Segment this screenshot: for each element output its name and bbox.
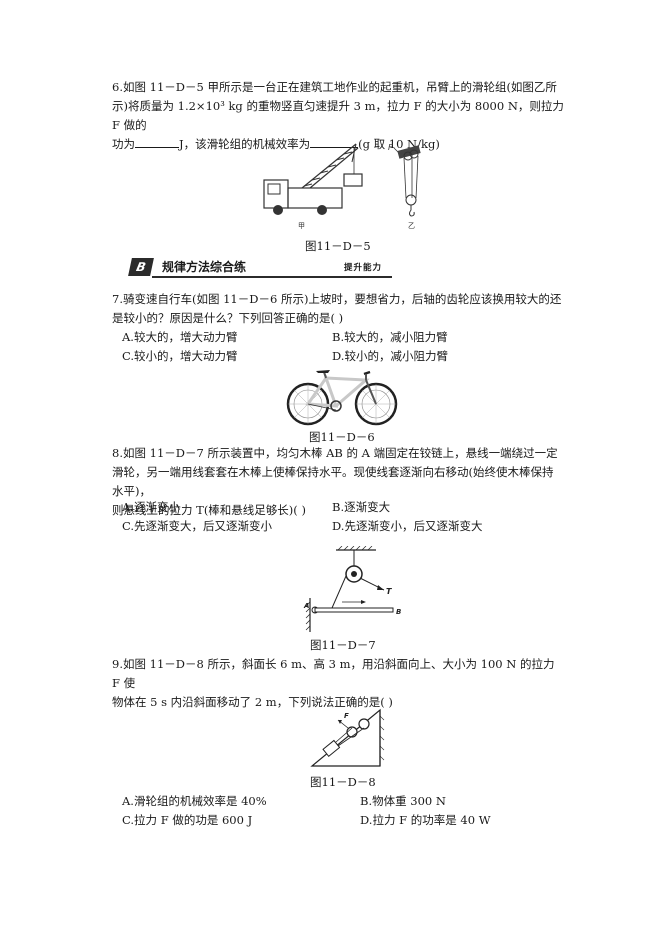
- pulley-moving: [405, 194, 417, 206]
- suspension-string: [331, 575, 347, 609]
- incline-pulley-2: [358, 718, 370, 730]
- q7-option-d[interactable]: D.较小的，减小阻力臂: [332, 349, 448, 363]
- q7-option-c[interactable]: C.较小的，增大动力臂: [122, 349, 238, 363]
- q9-option-b[interactable]: B.物体重 300 N: [360, 794, 446, 808]
- bicycle-chainring: [330, 400, 342, 412]
- incline-block: [322, 739, 341, 757]
- answer-blank-efficiency[interactable]: [310, 135, 359, 148]
- crane-load: [343, 173, 363, 187]
- crane-chassis: [287, 187, 343, 209]
- crane-figure: 甲 F 乙: [263, 143, 421, 230]
- figure-label-jia: 甲: [298, 222, 305, 230]
- q8-option-c[interactable]: C.先逐渐变大，后又逐渐变小: [122, 519, 273, 533]
- incline-force-label: F: [344, 712, 349, 720]
- q8-option-d[interactable]: D.先逐渐变小，后又逐渐变大: [332, 519, 483, 533]
- section-title: 规律方法综合练: [162, 260, 247, 274]
- q8-line-3: 则悬线上的拉力 T(棒和悬线足够长)( ): [112, 503, 306, 517]
- figure-caption-11-d-6: 图11－D－6: [309, 430, 375, 444]
- q8-option-b[interactable]: B.逐渐变大: [332, 500, 391, 514]
- q6-line-3-start: 功为: [112, 137, 135, 151]
- figure-caption-11-d-7: 图11－D－7: [310, 638, 376, 652]
- end-label-b: B: [396, 608, 401, 616]
- q6-line-3-end: (g 取 10 N/kg): [358, 137, 440, 151]
- q6-line-3: 功为 J，该滑轮组的机械效率为 (g 取 10 N/kg): [112, 135, 564, 154]
- bicycle-rear-triangle: [305, 374, 339, 408]
- figure-caption-11-d-8: 图11－D－8: [310, 775, 376, 789]
- crane-wheel-front: [273, 205, 283, 215]
- question-6-text: 6.如图 11－D－5 甲所示是一台正在建筑工地作业的起重机，吊臂上的滑轮组(如…: [112, 78, 564, 154]
- q7-line-2: 是较小的？原因是什么？下列回答正确的是( ): [112, 311, 344, 325]
- question-8-text: 8.如图 11－D－7 所示装置中，均匀木棒 AB 的 A 端固定在铰链上，悬线…: [112, 444, 564, 520]
- q6-line-1: 6.如图 11－D－5 甲所示是一台正在建筑工地作业的起重机，吊臂上的滑轮组(如…: [112, 80, 557, 94]
- q6-line-3-mid: J，该滑轮组的机械效率为: [179, 137, 311, 151]
- q8-options: A.逐渐变小 B.逐渐变大 C.先逐渐变大，后又逐渐变小 D.先逐渐变小，后又逐…: [122, 498, 542, 536]
- bicycle-figure: [286, 370, 398, 426]
- tension-label: T: [386, 587, 392, 596]
- bicycle-handlebar: [363, 370, 371, 376]
- crane-cab-window: [267, 183, 281, 195]
- section-underline: [152, 276, 392, 278]
- q9-option-c[interactable]: C.拉力 F 做的功是 600 J: [122, 813, 253, 827]
- q9-options: A.滑轮组的机械效率是 40% B.物体重 300 N C.拉力 F 做的功是 …: [122, 792, 582, 830]
- rod-ab: [314, 607, 394, 613]
- end-label-a: A: [303, 602, 309, 610]
- bicycle-saddle: [316, 370, 330, 373]
- section-badge: B: [128, 258, 154, 276]
- lever-pulley-figure: T A B: [303, 546, 401, 632]
- section-banner: B 规律方法综合练 提升能力: [128, 258, 400, 280]
- question-7-text: 7.骑变速自行车(如图 11－D－6 所示)上坡时，要想省力，后轴的齿轮应该换用…: [112, 290, 564, 328]
- q7-option-b[interactable]: B.较大的，减小阻力臂: [332, 330, 448, 344]
- figure-label-yi: 乙: [408, 222, 415, 230]
- figure-caption-11-d-5: 图11－D－5: [305, 239, 371, 253]
- q7-option-a[interactable]: A.较大的，增大动力臂: [122, 330, 238, 344]
- answer-blank-work[interactable]: [135, 135, 179, 148]
- q9-line-2: 物体在 5 s 内沿斜面移动了 2 m，下列说法正确的是( ): [112, 695, 393, 709]
- bicycle-fork: [365, 379, 377, 405]
- q9-line-1: 9.如图 11－D－8 所示，斜面长 6 m、高 3 m，用沿斜面向上、大小为 …: [112, 657, 555, 690]
- bicycle-chain: [307, 403, 337, 411]
- q9-option-a[interactable]: A.滑轮组的机械效率是 40%: [122, 794, 267, 808]
- pulley-force-label: F: [388, 143, 393, 152]
- question-9-text: 9.如图 11－D－8 所示，斜面长 6 m、高 3 m，用沿斜面向上、大小为 …: [112, 655, 564, 712]
- q8-option-a[interactable]: A.逐渐变小: [122, 500, 180, 514]
- q7-line-1: 7.骑变速自行车(如图 11－D－6 所示)上坡时，要想省力，后轴的齿轮应该换用…: [112, 292, 562, 306]
- crane-wheel-rear: [317, 205, 327, 215]
- section-subtitle: 提升能力: [344, 263, 383, 273]
- pulley-hook: [409, 205, 415, 217]
- q8-line-1: 8.如图 11－D－7 所示装置中，均匀木棒 AB 的 A 端固定在铰链上，悬线…: [112, 446, 558, 460]
- q9-option-d[interactable]: D.拉力 F 的功率是 40 W: [360, 813, 491, 827]
- q7-options: A.较大的，增大动力臂 B.较大的，减小阻力臂 C.较小的，增大动力臂 D.较小…: [122, 328, 542, 366]
- q8-line-2: 滑轮，另一端用线套套在木棒上使棒保持水平。现使线套逐渐向右移动(始终使木棒保持水…: [112, 465, 554, 498]
- incline-figure: F: [310, 708, 385, 767]
- q6-line-2: 示)将质量为 1.2×10³ kg 的重物竖直匀速提升 3 m，拉力 F 的大小…: [112, 99, 564, 132]
